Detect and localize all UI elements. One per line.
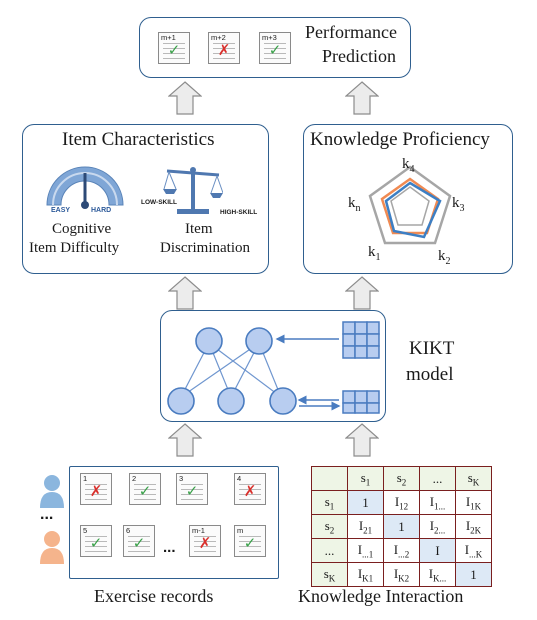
prediction-card-m1: m+1 ✓ [158,32,190,64]
kikt-model-box [160,310,386,422]
matrix-cell: I [419,538,456,563]
scale-high-label: HIGH-SKILL [220,209,258,216]
student-avatar-icon [40,475,64,508]
matrix-header: ... [311,538,348,563]
matrix-cell: IK1 [347,562,384,587]
card-number: m+1 [161,33,176,42]
exercise-records-box: 1 ✗ 2 ✓ 3 ✓ 4 ✗ 5 ✓ 6 ✓ ... m-1 ✗ m ✓ [69,466,279,579]
student-avatar-icon [40,531,64,564]
knowledge-proficiency-box: Knowledge Proficiency k4 k3 k2 k1 kn [303,124,513,274]
matrix-header: ... [419,466,456,491]
matrix-cell: IK2 [383,562,420,587]
exercise-card: 6 ✓ [123,525,155,557]
check-icon: ✓ [167,41,181,59]
prediction-card-m3: m+3 ✓ [259,32,291,64]
discrimination-label-line2: Discrimination [160,240,250,256]
matrix-cell: I2K [455,514,492,539]
exercise-card: 4 ✗ [234,473,266,505]
neural-network-icon [167,321,380,415]
card-number: m+2 [211,33,226,42]
difficulty-gauge-icon [46,166,124,209]
records-ellipsis: ... [163,539,176,556]
check-icon: ✓ [185,482,199,500]
matrix-cell: I...2 [383,538,420,563]
check-icon: ✓ [268,41,282,59]
up-arrow-icon [345,276,379,310]
exercise-records-caption: Exercise records [94,586,214,606]
balance-scale-icon [163,167,223,214]
kikt-label-line2: model [406,364,454,385]
up-arrow-icon [168,81,202,115]
matrix-header: sK [311,562,348,587]
matrix-cell: I2... [419,514,456,539]
card-number: m+3 [262,33,277,42]
exercise-card: m ✓ [234,525,266,557]
cross-icon: ✗ [198,534,212,552]
performance-title-line1: Performance [305,22,397,42]
exercise-card: 1 ✗ [80,473,112,505]
difficulty-label-line1: Cognitive [52,221,112,237]
up-arrow-icon [168,276,202,310]
up-arrow-icon [168,423,202,457]
matrix-cell: I...K [455,538,492,563]
matrix-cell: I1... [419,490,456,515]
performance-prediction-box: m+1 ✓ m+2 ✗ m+3 ✓ Performance Prediction [139,17,411,78]
matrix-cell: 1 [347,490,384,515]
gauge-easy-label: EASY [51,207,71,214]
item-characteristics-box: Item Characteristics EASY HARD Cognitive… [22,124,269,274]
kikt-label-line1: KIKT [409,338,455,359]
matrix-header: s2 [311,514,348,539]
matrix-cell: I12 [383,490,420,515]
discrimination-label-line1: Item [185,221,213,237]
performance-title-line2: Prediction [322,46,396,66]
radar-label-kn: kn [348,195,361,214]
matrix-cell: 1 [455,562,492,587]
matrix-cell [311,466,348,491]
knowledge-proficiency-title: Knowledge Proficiency [310,129,490,150]
check-icon: ✓ [89,534,103,552]
matrix-cell: I...1 [347,538,384,563]
exercise-card: 5 ✓ [80,525,112,557]
item-characteristics-title: Item Characteristics [62,129,215,150]
matrix-cell: I1K [455,490,492,515]
knowledge-interaction-matrix: s1 s2 ... sK s1 1 I12 I1... I1K s2 I21 1… [311,466,492,587]
radar-label-k3: k3 [452,195,465,214]
cross-icon: ✗ [243,482,257,500]
matrix-cell: I21 [347,514,384,539]
matrix-header: s1 [311,490,348,515]
matrix-cell: 1 [383,514,420,539]
radar-label-k2: k2 [438,248,451,267]
difficulty-label-line2: Item Difficulty [29,240,120,256]
radar-label-k4: k4 [402,156,415,175]
up-arrow-icon [345,423,379,457]
up-arrow-icon [345,81,379,115]
check-icon: ✓ [138,482,152,500]
exercise-card: m-1 ✗ [189,525,221,557]
matrix-cell: IK... [419,562,456,587]
students-ellipsis: ... [40,506,54,523]
matrix-header: sK [455,466,492,491]
check-icon: ✓ [132,534,146,552]
radar-label-k1: k1 [368,244,381,263]
cross-icon: ✗ [217,41,231,59]
proficiency-radar-chart [368,165,452,245]
gauge-hard-label: HARD [91,207,112,214]
matrix-header: s2 [383,466,420,491]
cross-icon: ✗ [89,482,103,500]
exercise-card: 3 ✓ [176,473,208,505]
prediction-card-m2: m+2 ✗ [208,32,240,64]
matrix-header: s1 [347,466,384,491]
scale-low-label: LOW-SKILL [141,199,177,206]
check-icon: ✓ [243,534,257,552]
knowledge-interaction-caption: Knowledge Interaction [298,586,464,606]
exercise-card: 2 ✓ [129,473,161,505]
